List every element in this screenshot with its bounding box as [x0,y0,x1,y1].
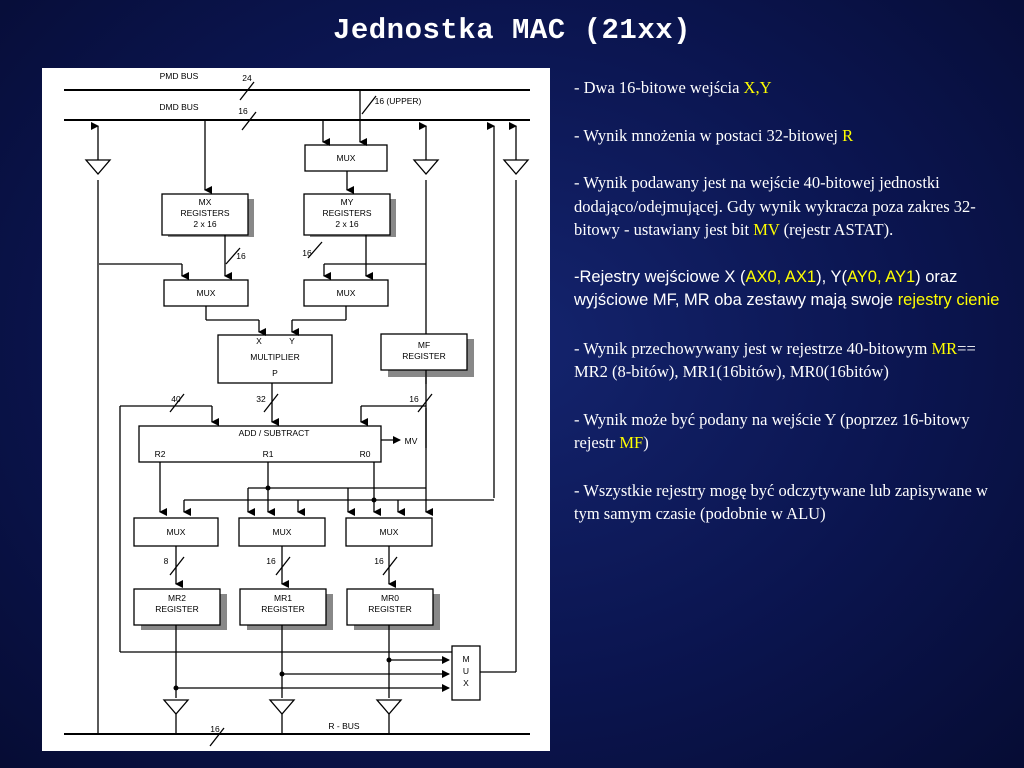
mr1-register-box [239,588,327,626]
mr0-line1: MR0 [381,593,399,603]
add-subtract-box [138,425,382,463]
mr2-register-box [133,588,221,626]
mx-line3: 2 x 16 [193,219,216,229]
mx-line1: MX [199,197,212,207]
r1-label: R1 [263,449,274,459]
pmd-bus-label: PMD BUS [160,71,199,81]
w32-label: 32 [256,394,266,404]
w40-label: 40 [171,394,181,404]
pmd-width-label: 24 [242,73,252,83]
w16-mr0-label: 16 [374,556,384,566]
add-subtract-label: ADD / SUBTRACT [239,428,310,438]
bullet-6: - Wynik może być podany na wejście Y (po… [574,409,970,453]
r0-label: R0 [360,449,371,459]
mux-mr0-label: MUX [380,527,399,537]
my-line2: REGISTERS [322,208,371,218]
w8-label: 8 [164,556,169,566]
mux-x-label: MUX [197,288,216,298]
my-line1: MY [341,197,354,207]
mr1-line2: REGISTER [261,604,304,614]
bullet-1: - Dwa 16-bitowe wejścia X,Y [574,78,772,97]
multiplier-box [217,334,333,384]
bullet-list: - Dwa 16-bitowe wejścia X,Y - Wynik mnoż… [574,76,1004,550]
bullet-7: - Wszystkie rejestry mogę być odczytywan… [574,480,988,524]
mux-top-box [304,144,388,172]
mx-width-label: 16 [236,251,246,261]
mf-line2: REGISTER [402,351,445,361]
mr2-line1: MR2 [168,593,186,603]
mx-registers-box [161,193,249,236]
mf-line1: MF [418,340,430,350]
r-bus-label: R - BUS [328,721,360,731]
w16-mr1-label: 16 [266,556,276,566]
bullet-4: -Rejestry wejściowe X (AX0, AX1), Y(AY0,… [574,267,1000,310]
mux-y-label: MUX [337,288,356,298]
mux-v-m: M [462,654,469,664]
w16-mf-label: 16 [409,394,419,404]
my-line3: 2 x 16 [335,219,358,229]
dmd-bus-label: DMD BUS [159,102,199,112]
bullet-2: - Wynik mnożenia w postaci 32-bitowej R [574,125,854,145]
my-registers-box [303,193,391,236]
mux-mr1-label: MUX [273,527,292,537]
mux-top-label: MUX [337,153,356,163]
dmd-width-label: 16 [238,106,248,116]
mux-v-u: U [463,666,469,676]
rbus-width-label: 16 [210,724,220,734]
mac-block-diagram: PMD BUS DMD BUS R - BUS 24 16 16 (UPPER)… [42,68,550,751]
mx-line2: REGISTERS [180,208,229,218]
my-width-label: 16 [302,248,312,258]
bullet-3: - Wynik podawany jest na wejście 40-bito… [574,173,976,239]
mv-label: MV [405,436,418,446]
mult-x-label: X [256,336,262,346]
mux-vertical-box [451,645,481,701]
mf-register-box [380,333,468,371]
multiplier-label: MULTIPLIER [250,352,299,362]
mult-y-label: Y [289,336,295,346]
mr0-line2: REGISTER [368,604,411,614]
mult-p-label: P [272,368,278,378]
mr1-line1: MR1 [274,593,292,603]
upper-width-label: 16 (UPPER) [375,96,422,106]
r2-label: R2 [155,449,166,459]
mux-v-x: X [463,678,469,688]
mr0-register-box [346,588,434,626]
bullet-5: - Wynik przechowywany jest w rejestrze 4… [574,338,976,382]
slide-title: Jednostka MAC (21xx) [332,14,692,47]
mr2-line2: REGISTER [155,604,198,614]
mux-mr2-label: MUX [167,527,186,537]
